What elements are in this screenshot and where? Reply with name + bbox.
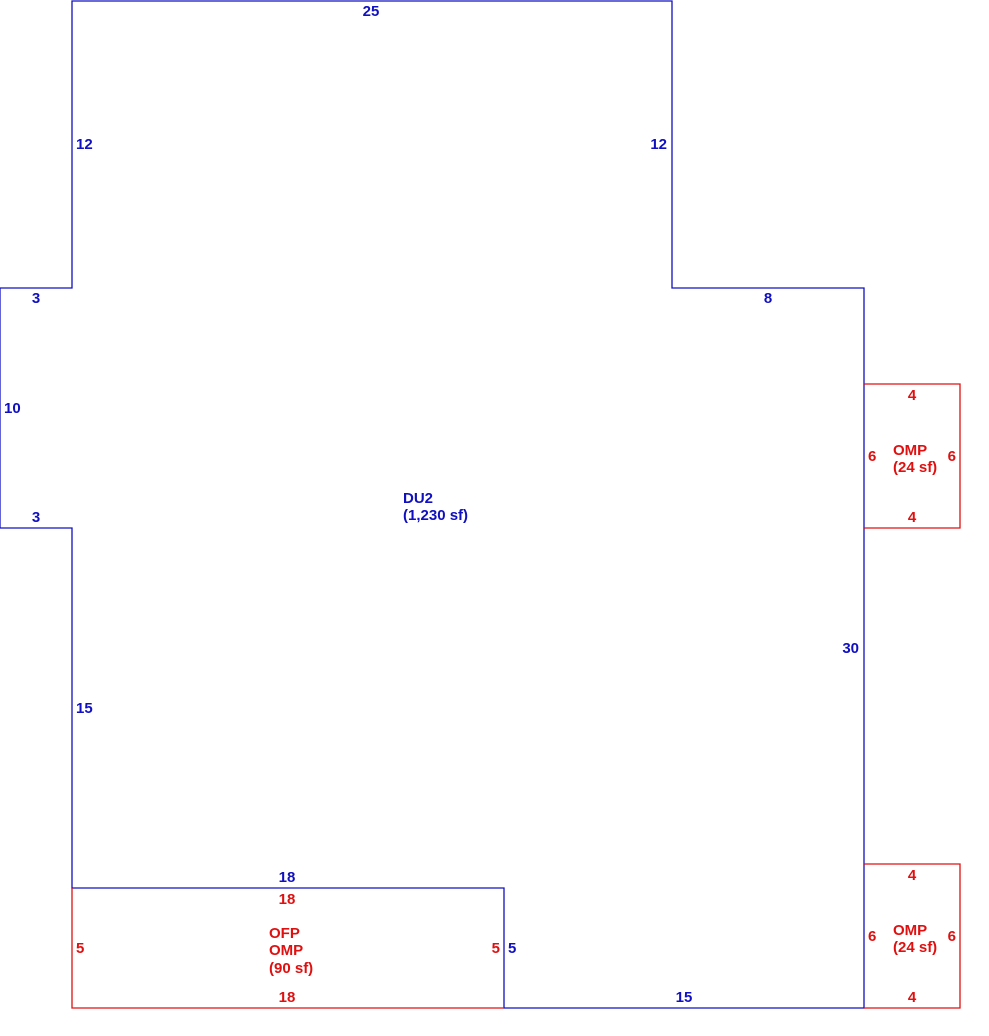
dim-porch-bottom-right: 5 xyxy=(492,940,500,957)
dim-main-top: 25 xyxy=(363,3,380,20)
dim-main-bottom-inner: 18 xyxy=(279,869,296,886)
porch-rt-name: OMP xyxy=(893,442,927,459)
dim-porch-rt-bottom: 4 xyxy=(908,509,917,526)
dim-porch-rt-left: 6 xyxy=(868,448,876,465)
dim-porch-rb-top: 4 xyxy=(908,867,917,884)
main-area-outline xyxy=(0,0,865,1009)
dim-main-left-step-side: 10 xyxy=(4,400,21,417)
dim-porch-bottom-top: 18 xyxy=(279,891,296,908)
dim-main-bottom-right: 15 xyxy=(676,989,693,1006)
dim-porch-bottom-left: 5 xyxy=(76,940,84,957)
porch-bottom-outline xyxy=(71,888,504,1009)
dim-main-right-step-top: 8 xyxy=(764,290,772,307)
dim-main-left-step-bottom: 3 xyxy=(32,509,40,526)
porch-right-bottom-outline xyxy=(864,863,961,1009)
dim-main-right-side: 30 xyxy=(842,640,859,657)
dim-main-left-upper: 12 xyxy=(76,136,93,153)
porch-bottom-name-2: OMP xyxy=(269,942,303,959)
dim-main-left-lower: 15 xyxy=(76,700,93,717)
porch-rt-sqft: (24 sf) xyxy=(893,459,937,476)
dim-porch-rb-bottom: 4 xyxy=(908,989,917,1006)
porch-rb-sqft: (24 sf) xyxy=(893,939,937,956)
porch-bottom-name-1: OFP xyxy=(269,925,300,942)
dim-porch-rt-top: 4 xyxy=(908,387,917,404)
main-area-name: DU2 xyxy=(403,490,433,507)
dim-main-notch-side: 5 xyxy=(508,940,516,957)
main-area-sqft: (1,230 sf) xyxy=(403,507,468,524)
porch-right-top-outline xyxy=(864,383,961,529)
porch-rb-name: OMP xyxy=(893,922,927,939)
dim-main-left-step-top: 3 xyxy=(32,290,40,307)
dim-main-right-upper: 12 xyxy=(650,136,667,153)
dim-porch-rb-left: 6 xyxy=(868,928,876,945)
porch-bottom-sqft: (90 sf) xyxy=(269,960,313,977)
dim-porch-bottom-bottom: 18 xyxy=(279,989,296,1006)
dim-porch-rb-right: 6 xyxy=(948,928,956,945)
dim-porch-rt-right: 6 xyxy=(948,448,956,465)
